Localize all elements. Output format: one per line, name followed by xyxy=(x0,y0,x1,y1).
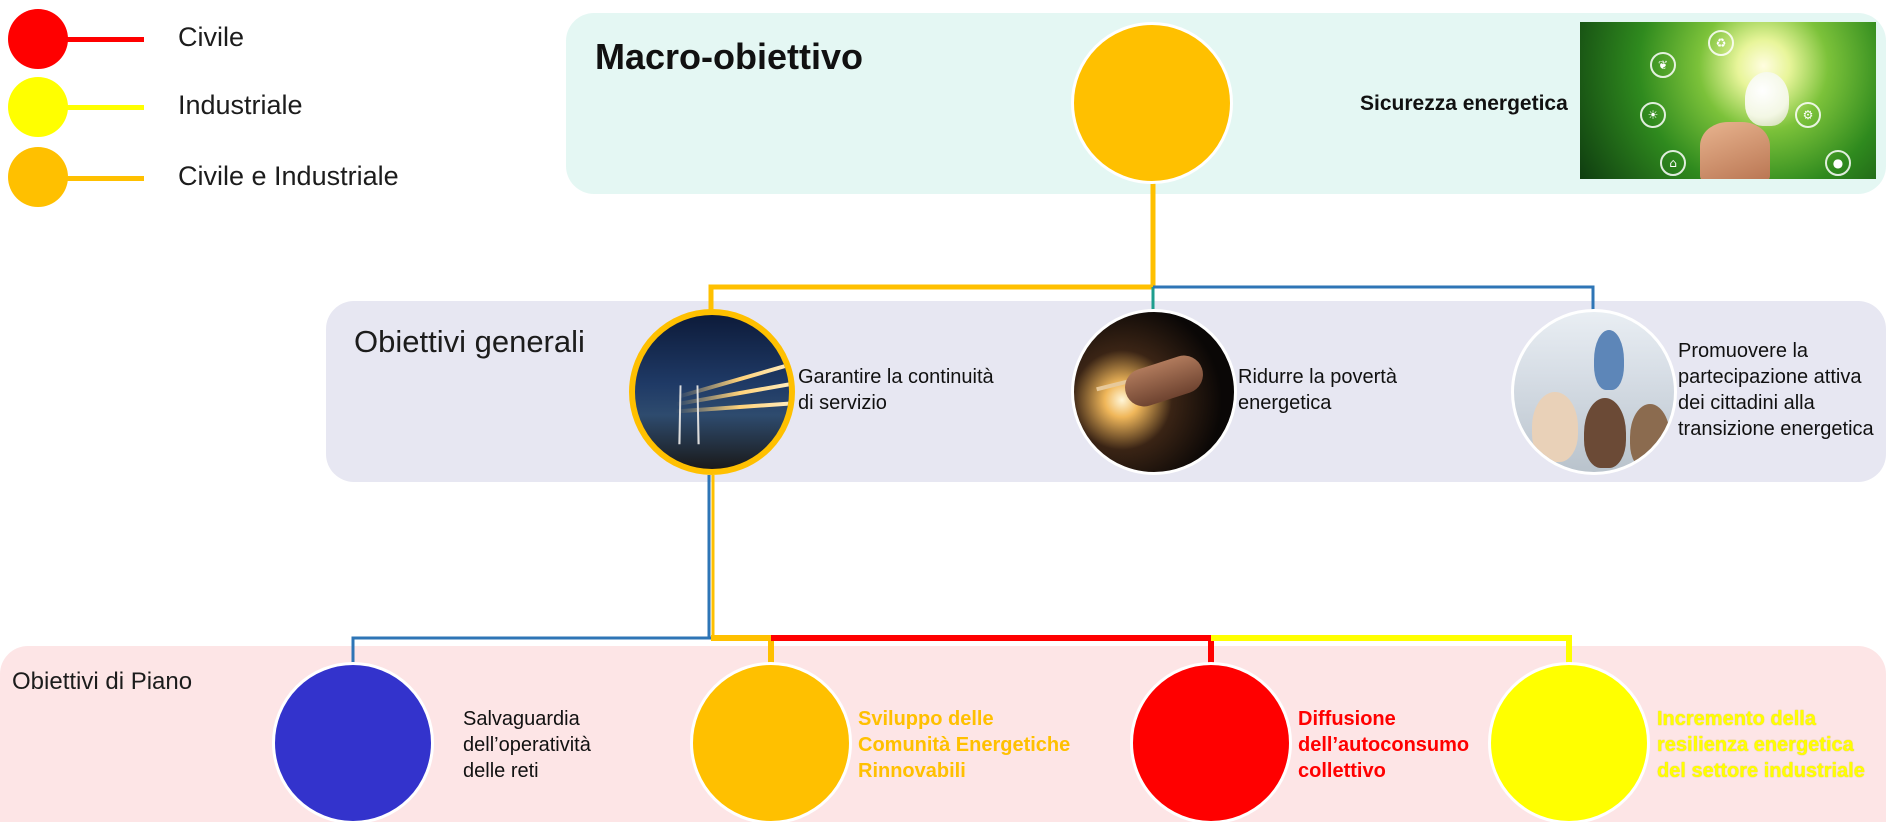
eco-sun-icon: ☀ xyxy=(1640,102,1666,128)
connector-to-salvaguardia xyxy=(351,636,711,664)
connector-macro-to-partecipazione xyxy=(1153,285,1595,312)
connector-to-resilienza xyxy=(1211,635,1572,664)
macro-objective-title: Macro-obiettivo xyxy=(595,36,864,77)
label-line: Promuovere la xyxy=(1678,340,1809,362)
general-item-poverta-label: Ridurre la povertà energetica xyxy=(1238,364,1397,416)
legend-line-civile-industriale xyxy=(66,176,144,181)
label-line: dell’operatività xyxy=(463,734,591,756)
audience-figure xyxy=(1630,404,1670,470)
general-objectives-title: Obiettivi generali xyxy=(354,324,585,359)
label-line: di servizio xyxy=(798,392,887,414)
legend-label-industriale: Industriale xyxy=(178,90,303,120)
plan-objectives-title: Obiettivi di Piano xyxy=(12,668,193,695)
legend-line-civile xyxy=(66,37,144,42)
label-line: resilienza energetica xyxy=(1657,734,1854,756)
label-line: partecipazione attiva xyxy=(1678,366,1862,388)
connector-to-autoconsumo xyxy=(771,635,1214,664)
label-line: Salvaguardia xyxy=(463,708,580,730)
general-item-continuita-label: Garantire la continuità di servizio xyxy=(798,364,994,416)
lightbulb-icon xyxy=(1745,72,1789,126)
label-line: del settore industriale xyxy=(1657,760,1865,782)
label-line: Diffusione xyxy=(1298,708,1396,730)
label-line: Garantire la continuità xyxy=(798,366,994,388)
legend-label-civile: Civile xyxy=(178,22,245,52)
plan-item-cer-label: Sviluppo delle Comunità Energetiche Rinn… xyxy=(858,706,1070,784)
eco-gear-icon: ⚙ xyxy=(1795,102,1821,128)
label-line: Rinnovabili xyxy=(858,760,966,782)
label-line: dei cittadini alla xyxy=(1678,392,1815,414)
energy-bulb-photo: ❦ ♻ ☀ ⚙ ● ⌂ xyxy=(1580,22,1876,179)
legend-dot-industriale xyxy=(8,77,68,137)
connector-macro-to-continuita xyxy=(708,284,1153,312)
plan-item-autoconsumo-label: Diffusione dell’autoconsumo collettivo xyxy=(1298,706,1469,784)
plan-node-salvaguardia-circle[interactable] xyxy=(272,662,434,824)
label-line: Incremento della xyxy=(1657,708,1816,730)
eco-recycle-icon: ♻ xyxy=(1708,30,1734,56)
legend-label-civile-industriale: Civile e Industriale xyxy=(178,161,399,191)
general-item-partecipazione-label: Promuovere la partecipazione attiva dei … xyxy=(1678,338,1874,442)
label-line: Ridurre la povertà xyxy=(1238,366,1397,388)
plan-node-autoconsumo-circle[interactable] xyxy=(1130,662,1292,824)
pylon-icon xyxy=(678,385,700,445)
eco-home-icon: ⌂ xyxy=(1660,150,1686,176)
label-line: transizione energetica xyxy=(1678,418,1874,440)
eco-drop-icon: ● xyxy=(1825,150,1851,176)
label-line: collettivo xyxy=(1298,760,1386,782)
macro-node-label: Sicurezza energetica xyxy=(1360,92,1568,115)
legend-dot-civile xyxy=(8,9,68,69)
audience-figure xyxy=(1532,392,1578,462)
classroom-photo-circle[interactable] xyxy=(1511,309,1677,475)
legend-line-industriale xyxy=(66,105,144,110)
plan-item-salvaguardia-label: Salvaguardia dell’operatività delle reti xyxy=(463,706,591,784)
presenter-figure xyxy=(1594,330,1624,390)
power-lines-photo-circle[interactable] xyxy=(629,309,795,475)
legend-dot-civile-industriale xyxy=(8,147,68,207)
hand-shape xyxy=(1700,122,1770,179)
label-line: energetica xyxy=(1238,392,1332,414)
plan-node-cer-circle[interactable] xyxy=(690,662,852,824)
eco-leaf-icon: ❦ xyxy=(1650,52,1676,78)
label-line: Comunità Energetiche xyxy=(858,734,1071,756)
plan-node-resilienza-circle[interactable] xyxy=(1488,662,1650,824)
fingers-shape xyxy=(1120,350,1208,412)
plan-item-resilienza-label: Incremento della resilienza energetica d… xyxy=(1657,706,1865,784)
label-line: delle reti xyxy=(463,760,539,782)
match-flame-photo-circle[interactable] xyxy=(1071,309,1237,475)
audience-figure xyxy=(1584,398,1626,468)
connector-to-cer xyxy=(711,635,774,664)
macro-node-circle[interactable] xyxy=(1071,22,1233,184)
label-line: Sviluppo delle xyxy=(858,708,994,730)
label-line: dell’autoconsumo xyxy=(1298,734,1470,756)
